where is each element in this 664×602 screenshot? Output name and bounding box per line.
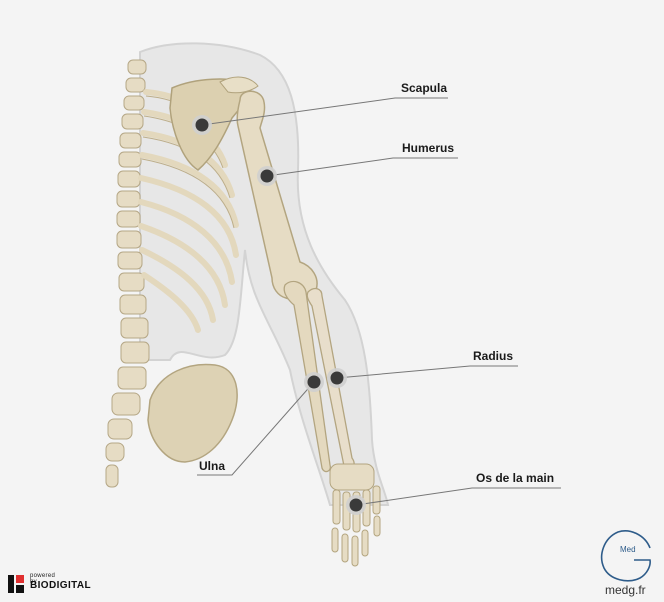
label-humerus: Humerus xyxy=(402,141,455,155)
biodigital-text: BIODIGITAL xyxy=(30,580,92,591)
label-os-de-la-main: Os de la main xyxy=(476,471,555,485)
scapula-leader xyxy=(201,97,448,126)
medg-logo-text: Med xyxy=(620,545,636,554)
os-main-marker[interactable] xyxy=(346,495,366,515)
radius-leader xyxy=(336,365,518,379)
powered-by-text: powered by xyxy=(30,573,56,585)
hand-bones xyxy=(329,463,381,567)
ulna-marker[interactable] xyxy=(304,372,324,392)
rib-cage xyxy=(138,89,239,333)
medg-logo xyxy=(600,530,651,582)
humerus-leader xyxy=(266,157,458,177)
scapula-marker[interactable] xyxy=(192,115,212,135)
pelvis xyxy=(147,363,238,463)
label-radius: Radius xyxy=(473,349,514,363)
radius-marker[interactable] xyxy=(327,368,347,388)
spine xyxy=(105,59,150,488)
os-main-leader xyxy=(355,487,561,506)
ulna-leader xyxy=(197,381,315,476)
label-scapula: Scapula xyxy=(401,81,448,95)
biodigital-logo-icon xyxy=(8,575,24,593)
label-ulna: Ulna xyxy=(199,459,226,473)
humerus-marker[interactable] xyxy=(257,166,277,186)
medg-site-text: medg.fr xyxy=(605,583,646,597)
